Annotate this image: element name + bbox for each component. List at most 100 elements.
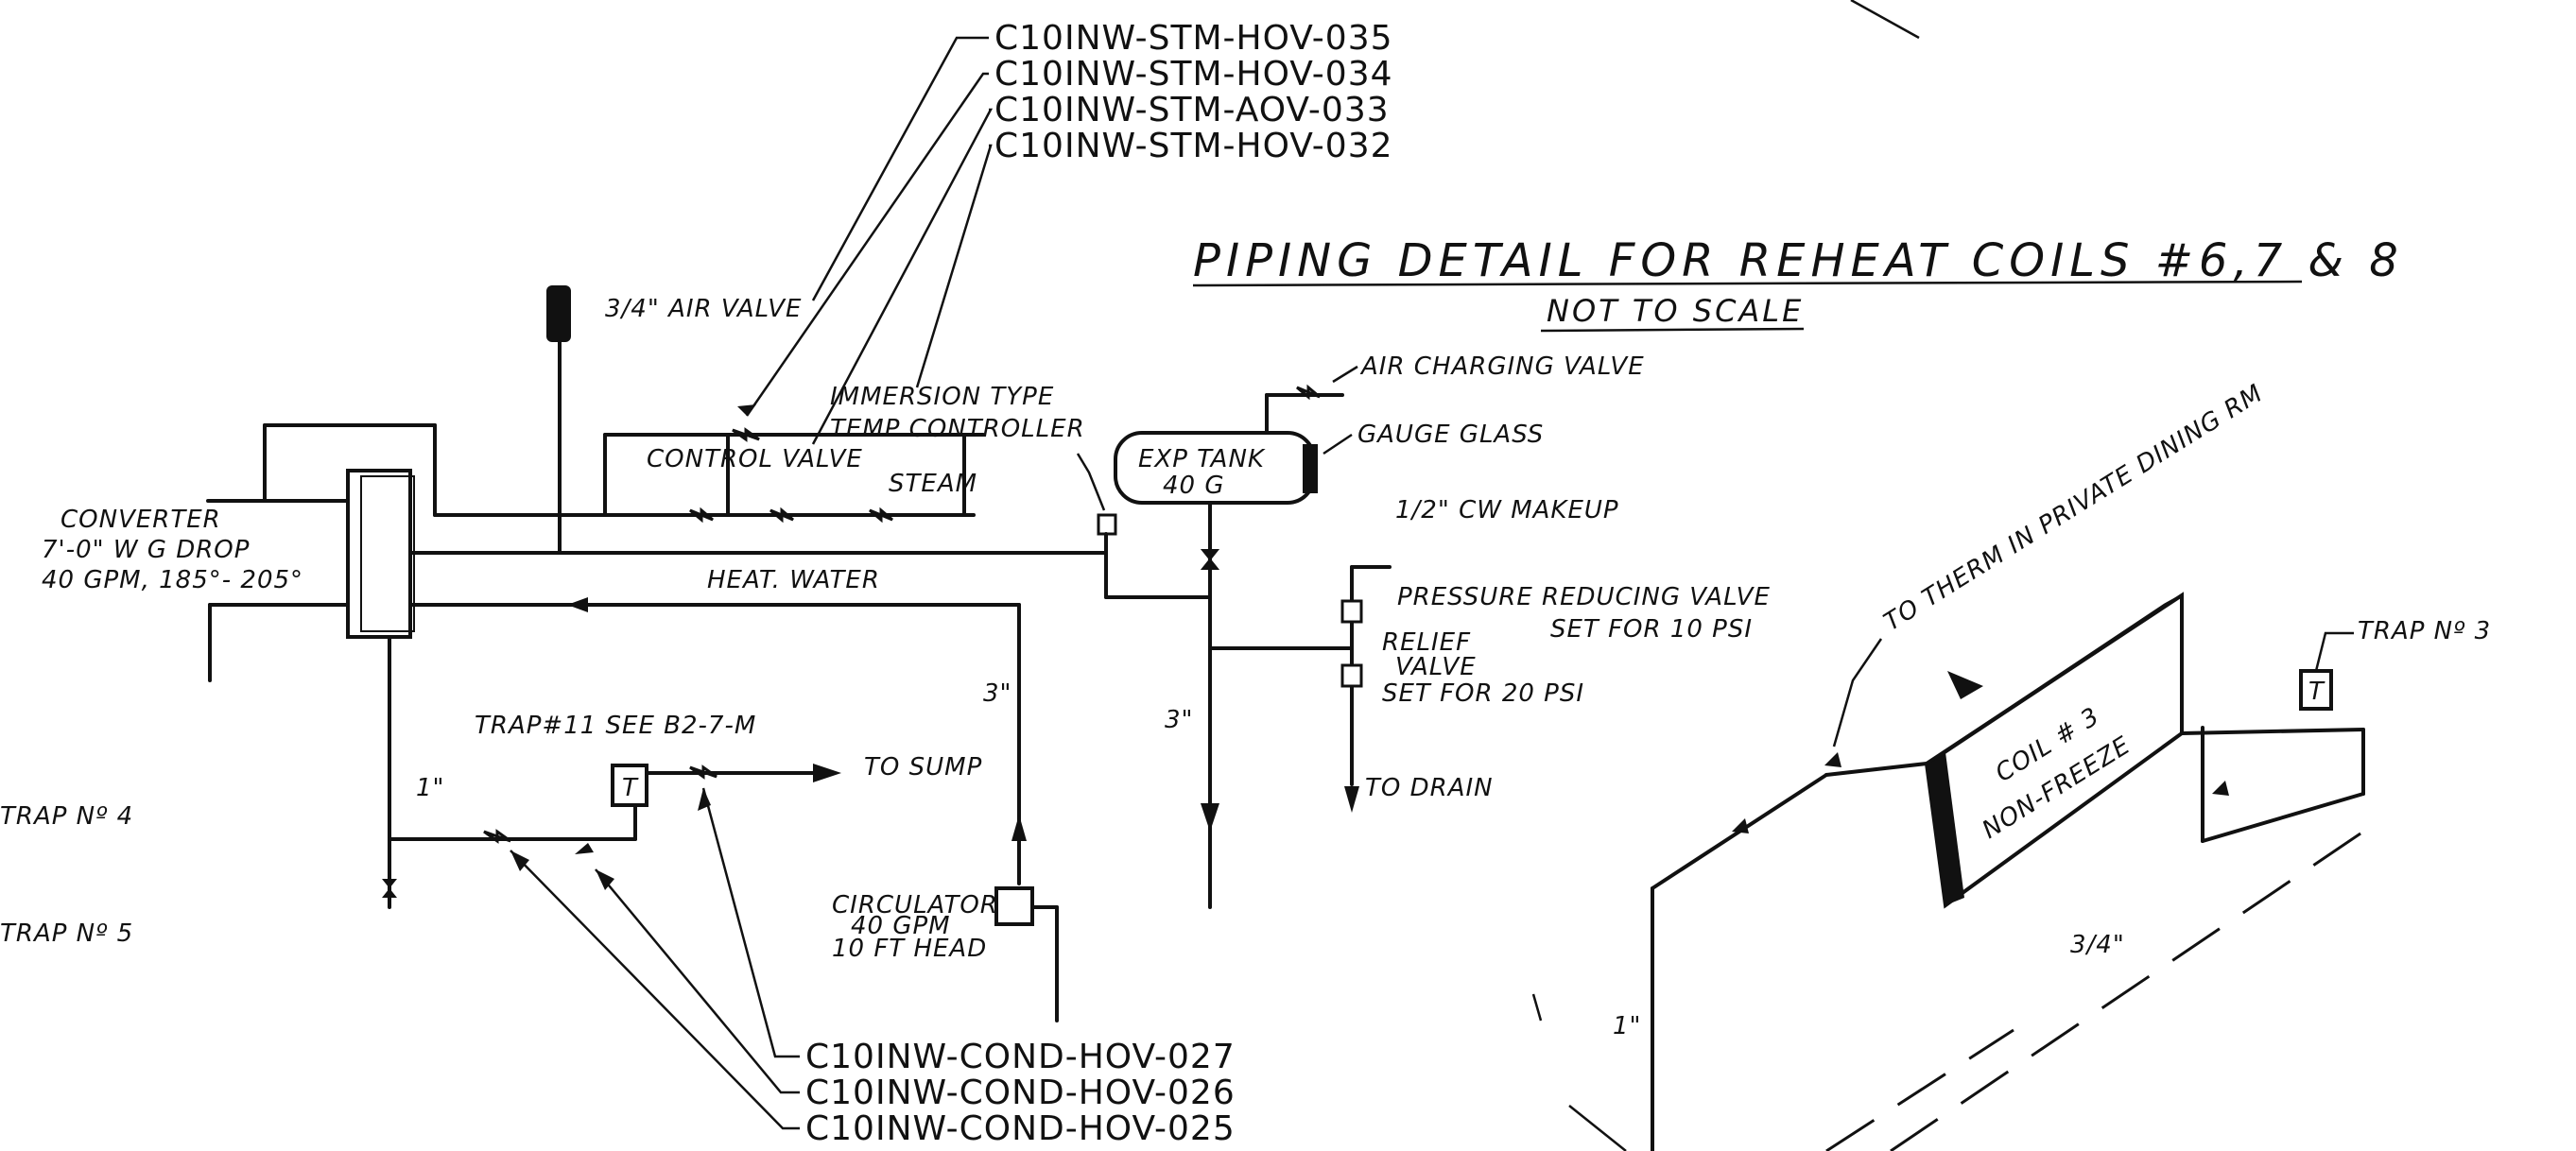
valve-tag-032: C10INW-STM-HOV-032 xyxy=(994,127,1393,165)
heat-water-label: HEAT. WATER xyxy=(707,566,880,594)
air-charging-valve-icon xyxy=(1296,384,1321,401)
cw-makeup-label: 1/2" CW MAKEUP xyxy=(1395,496,1619,524)
drain-label: TO DRAIN xyxy=(1365,774,1494,802)
leader-026 xyxy=(595,868,800,1094)
to-sump-label: TO SUMP xyxy=(864,753,982,782)
controller-bulb xyxy=(1097,513,1117,536)
air-valve-label: 3/4" AIR VALVE xyxy=(605,295,802,323)
top-valve-tags: C10INW-STM-HOV-035 C10INW-STM-HOV-034 C1… xyxy=(737,19,1393,445)
exp-tank-size: 40 G xyxy=(1163,472,1225,500)
title-underline xyxy=(1192,280,2303,287)
stray-marks xyxy=(1531,0,1920,1151)
tank-valve-icon xyxy=(1200,549,1220,570)
bottom-valve-tags: C10INW-COND-HOV-027 C10INW-COND-HOV-026 … xyxy=(510,787,1236,1148)
immersion-label-1: IMMERSION TYPE xyxy=(830,383,1054,411)
flow-arrow-down xyxy=(1201,803,1219,832)
gauge-glass-label: GAUGE GLASS xyxy=(1357,421,1544,449)
air-charging-label: AIR CHARGING VALVE xyxy=(1359,352,1645,381)
circulator-body xyxy=(994,886,1034,926)
trap11-body xyxy=(611,764,648,807)
diagram-subtitle: NOT TO SCALE xyxy=(1547,293,1804,329)
leader-arrow-035 xyxy=(737,404,756,416)
leader-033 xyxy=(811,108,994,445)
relief-valve-box xyxy=(1340,663,1363,688)
diagram-title: PIPING DETAIL FOR REHEAT COILS #6,7 & 8 xyxy=(1193,234,2404,287)
steam-label: STEAM xyxy=(889,470,977,498)
valve-icon-c xyxy=(869,507,893,524)
pipe-size-1in: 1" xyxy=(416,774,445,802)
circulator-flow-arrow xyxy=(1011,815,1027,841)
pipe-size-3in-a: 3" xyxy=(983,679,1012,708)
immersion-label-2: TEMP CONTROLLER xyxy=(830,415,1085,443)
expansion-tank: EXP TANK 40 G AIR CHARGING VALVE GAUGE G… xyxy=(1114,352,1645,909)
relief-setting: SET FOR 20 PSI xyxy=(1382,679,1584,708)
cond-valve-b xyxy=(575,843,594,854)
trap3-body xyxy=(2299,669,2333,711)
steam-piping: CONTROL VALVE STEAM xyxy=(433,423,985,524)
coil-valve-c xyxy=(2212,781,2229,796)
trap11-label: TRAP#11 SEE B2-7-M xyxy=(475,712,756,740)
converter-flow: 40 GPM, 185°- 205° xyxy=(42,566,303,594)
coil-side xyxy=(1927,752,1964,905)
leader-025 xyxy=(510,850,800,1130)
immersion-controller: IMMERSION TYPE TEMP CONTROLLER xyxy=(830,383,1117,536)
to-sump-arrow xyxy=(813,764,841,782)
prv-label: PRESSURE REDUCING VALVE xyxy=(1397,583,1771,611)
subtitle-underline xyxy=(1540,327,1805,333)
coil-top xyxy=(1926,593,2183,765)
control-valve-label: CONTROL VALVE xyxy=(647,445,863,473)
cond-valve-a xyxy=(483,829,511,844)
valve-icon-a xyxy=(689,507,714,524)
coil-isometric: COIL # 3 NON-FREEZE T TRAP Nº 3 TO THERM… xyxy=(1613,379,2491,1151)
valve-tag-033: C10INW-STM-AOV-033 xyxy=(994,91,1390,129)
leader-arrow-025 xyxy=(510,850,529,871)
trap3-t: T xyxy=(2308,678,2325,706)
control-valve-icon xyxy=(732,427,760,442)
trap3-label: TRAP Nº 3 xyxy=(2358,617,2491,645)
trap4-label: TRAP Nº 4 xyxy=(0,802,133,831)
valve-tag-035: C10INW-STM-HOV-035 xyxy=(994,19,1393,58)
trap5-label: TRAP Nº 5 xyxy=(0,919,133,948)
circulator-label: CIRCULATOR xyxy=(832,891,998,919)
valve-tag-027: C10INW-COND-HOV-027 xyxy=(805,1038,1236,1076)
coil-valve-a xyxy=(1732,818,1749,833)
exp-tank-label: EXP TANK xyxy=(1138,445,1266,473)
circulator-flow: 40 GPM xyxy=(851,912,951,940)
valve-tag-026: C10INW-COND-HOV-026 xyxy=(805,1074,1236,1112)
converter: CONVERTER 7'-0" W G DROP 40 GPM, 185°- 2… xyxy=(42,423,437,682)
pipe-size-1in-b: 1" xyxy=(1613,1012,1642,1040)
prv-box xyxy=(1340,599,1363,624)
leader-032 xyxy=(915,144,993,388)
converter-body xyxy=(346,469,412,639)
air-valve-body xyxy=(546,285,571,342)
pipe-size-3in-b: 3" xyxy=(1165,706,1194,734)
trap4-valve-icon xyxy=(382,879,397,898)
leader-035 xyxy=(811,36,989,301)
circulator-head: 10 FT HEAD xyxy=(832,935,987,963)
coil-valve-b xyxy=(1824,752,1841,767)
air-valve: 3/4" AIR VALVE xyxy=(546,285,802,555)
prv-setting: SET FOR 10 PSI xyxy=(1550,615,1753,644)
cond-valve-c xyxy=(689,764,717,780)
flow-arrow-heat xyxy=(567,597,588,612)
heating-water-main: HEAT. WATER 3" xyxy=(408,532,1212,885)
trap11-t: T xyxy=(622,774,639,802)
converter-label: CONVERTER xyxy=(61,506,221,534)
valve-tag-034: C10INW-STM-HOV-034 xyxy=(994,55,1393,94)
circulator: CIRCULATOR 40 GPM 10 FT HEAD xyxy=(832,815,1059,1022)
relief-label-2: VALVE xyxy=(1395,653,1477,681)
therm-arrow xyxy=(1947,671,1983,699)
pipe-size-3-4in: 3/4" xyxy=(2070,931,2125,959)
condensate-section: T TRAP#11 SEE B2-7-M TO SUMP 1" TRAP Nº … xyxy=(0,635,982,948)
valve-tag-025: C10INW-COND-HOV-025 xyxy=(805,1109,1236,1148)
relief-label: RELIEF xyxy=(1382,628,1471,657)
makeup-assembly: 1/2" CW MAKEUP PRESSURE REDUCING VALVE S… xyxy=(1208,496,1771,813)
to-therm-label: TO THERM IN PRIVATE DINING RM xyxy=(1879,379,2269,637)
leader-034 xyxy=(745,72,989,417)
drain-arrow xyxy=(1344,786,1359,813)
leader-arrow-027 xyxy=(698,788,711,811)
gauge-glass-tube xyxy=(1303,444,1318,493)
converter-drop: 7'-0" W G DROP xyxy=(42,536,250,564)
valve-icon-b xyxy=(769,507,794,524)
